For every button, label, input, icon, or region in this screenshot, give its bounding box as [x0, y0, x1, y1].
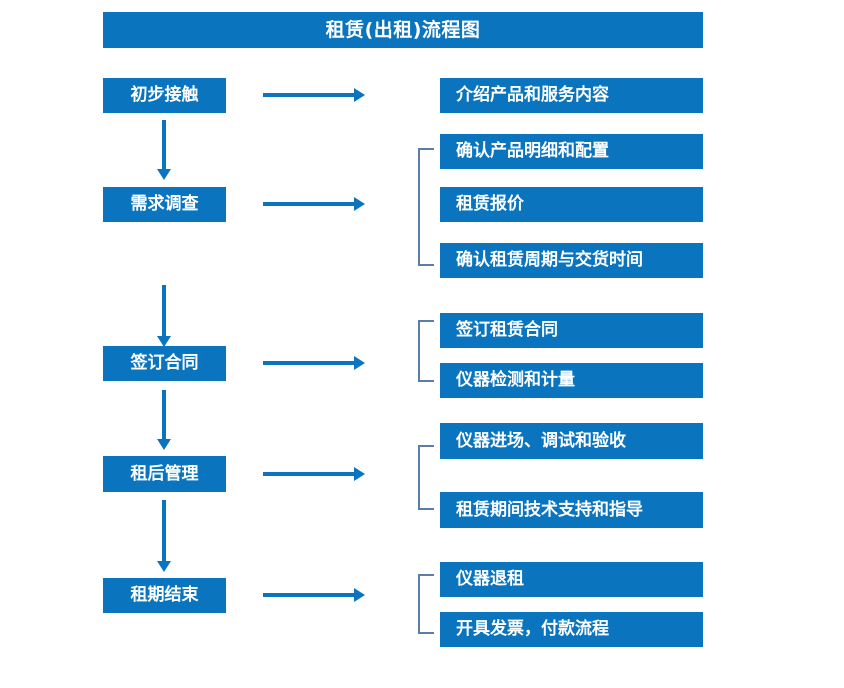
task-label-4-2: 租赁期间技术支持和指导	[456, 499, 643, 520]
stage-box-3[interactable]: 签订合同	[103, 346, 226, 381]
task-box-5-1[interactable]: 仪器退租	[440, 562, 703, 597]
task-label-3-1: 签订租赁合同	[456, 320, 558, 340]
arrow-down-icon-4	[157, 500, 171, 572]
stage-label-1: 初步接触	[130, 85, 199, 105]
arrow-down-icon-1	[157, 120, 171, 180]
stage-box-4[interactable]: 租后管理	[103, 456, 226, 492]
arrow-right-icon-5	[263, 588, 365, 602]
stage-label-2: 需求调查	[130, 194, 199, 214]
arrow-down-icon-3	[157, 390, 171, 450]
task-label-2-3: 确认租赁周期与交货时间	[456, 250, 643, 270]
stage-label-5: 租期结束	[130, 585, 199, 605]
group-bracket-5	[418, 574, 434, 634]
arrow-right-icon-3	[263, 356, 365, 370]
stage-box-2[interactable]: 需求调查	[103, 187, 226, 222]
arrow-right-icon-4	[263, 467, 365, 481]
task-label-2-1: 确认产品明细和配置	[456, 141, 609, 161]
task-box-5-2[interactable]: 开具发票，付款流程	[440, 612, 703, 647]
group-bracket-3	[418, 320, 434, 382]
task-box-3-2[interactable]: 仪器检测和计量	[440, 363, 703, 398]
task-label-3-2: 仪器检测和计量	[456, 370, 575, 390]
arrow-right-icon-2	[263, 197, 365, 211]
arrow-down-icon-2	[157, 285, 171, 347]
task-box-3-1[interactable]: 签订租赁合同	[440, 313, 703, 348]
stage-label-4: 租后管理	[130, 463, 199, 484]
stage-box-1[interactable]: 初步接触	[103, 78, 226, 113]
group-bracket-4	[418, 445, 434, 510]
task-box-2-1[interactable]: 确认产品明细和配置	[440, 134, 703, 169]
stage-label-3: 签订合同	[130, 353, 199, 373]
arrow-right-icon-1	[263, 88, 365, 102]
stage-box-5[interactable]: 租期结束	[103, 578, 226, 613]
chart-title: 租赁(出租)流程图	[325, 18, 481, 41]
chart-title-bar: 租赁(出租)流程图	[103, 12, 703, 48]
task-box-4-1[interactable]: 仪器进场、调试和验收	[440, 423, 703, 459]
task-label-1-1: 介绍产品和服务内容	[456, 85, 609, 105]
group-bracket-2	[418, 148, 434, 266]
task-label-4-1: 仪器进场、调试和验收	[456, 430, 626, 451]
task-label-5-2: 开具发票，付款流程	[456, 619, 609, 639]
task-label-2-2: 租赁报价	[456, 194, 524, 214]
task-box-2-2[interactable]: 租赁报价	[440, 187, 703, 222]
task-label-5-1: 仪器退租	[456, 569, 524, 589]
task-box-4-2[interactable]: 租赁期间技术支持和指导	[440, 492, 703, 528]
task-box-2-3[interactable]: 确认租赁周期与交货时间	[440, 243, 703, 278]
task-box-1-1[interactable]: 介绍产品和服务内容	[440, 78, 703, 113]
